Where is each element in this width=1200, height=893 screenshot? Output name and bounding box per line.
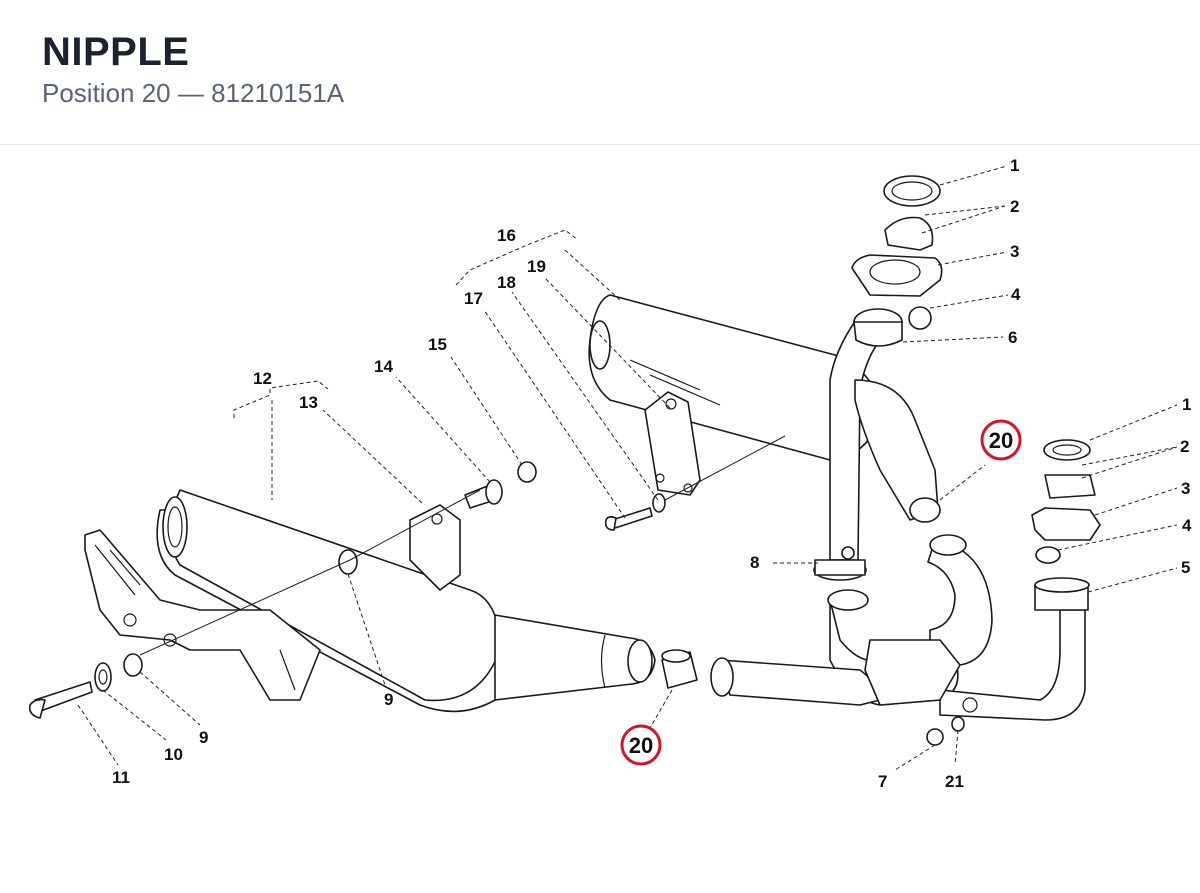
- page-title: NIPPLE: [42, 30, 190, 74]
- header: NIPPLE Position 20 — 81210151A: [0, 0, 1200, 145]
- upper-muffler: [588, 294, 881, 531]
- label-8: 8: [750, 553, 759, 572]
- exhaust-pipes: [710, 319, 1086, 721]
- label-20-right[interactable]: 20: [989, 428, 1013, 453]
- left-muffler: [156, 489, 656, 713]
- label-19: 19: [527, 257, 546, 276]
- label-15: 15: [428, 335, 447, 354]
- part-subtitle: Position 20 — 81210151A: [42, 78, 344, 109]
- label-2-right: 2: [1180, 437, 1189, 456]
- label-18: 18: [497, 273, 516, 292]
- label-4-top: 4: [1011, 285, 1021, 304]
- label-3-top: 3: [1010, 242, 1019, 261]
- label-17: 17: [464, 289, 483, 308]
- highlight-20-bottom[interactable]: 20: [620, 724, 662, 766]
- label-1-right: 1: [1182, 395, 1191, 414]
- label-1-top: 1: [1010, 156, 1019, 175]
- label-9-left: 9: [199, 728, 208, 747]
- part-labels: 1 2 3 4 6 1 2 3 4 5 7 8 9 9 10 11 12 13 …: [112, 156, 1192, 791]
- label-2-top: 2: [1010, 197, 1019, 216]
- bottom-fasteners: [926, 716, 965, 746]
- leader-lines: [77, 165, 1178, 771]
- label-21: 21: [945, 772, 964, 791]
- top-flange-stack: [851, 175, 943, 347]
- clamp-8: [813, 546, 867, 581]
- label-5: 5: [1181, 558, 1190, 577]
- part-number: 81210151A: [211, 78, 345, 108]
- label-11: 11: [112, 768, 130, 787]
- label-4-right: 4: [1182, 516, 1192, 535]
- label-3-right: 3: [1181, 479, 1190, 498]
- label-7: 7: [878, 772, 887, 791]
- label-16: 16: [497, 226, 516, 245]
- right-flange-stack: [1031, 439, 1101, 611]
- position-label: Position 20: [42, 78, 171, 108]
- label-9-middle: 9: [384, 690, 393, 709]
- left-fasteners: [28, 461, 537, 719]
- label-20-bottom[interactable]: 20: [629, 733, 653, 758]
- label-13: 13: [299, 393, 318, 412]
- label-6: 6: [1008, 328, 1017, 347]
- exploded-parts-diagram: 1 2 3 4 6 1 2 3 4 5 7 8 9 9 10 11 12 13 …: [28, 156, 1192, 791]
- label-12: 12: [253, 369, 272, 388]
- label-10: 10: [164, 745, 183, 764]
- left-bracket: [84, 504, 461, 701]
- highlight-20-right[interactable]: 20: [980, 419, 1022, 461]
- label-14: 14: [374, 357, 393, 376]
- separator: —: [177, 78, 204, 108]
- nipple-20-part: [661, 649, 698, 689]
